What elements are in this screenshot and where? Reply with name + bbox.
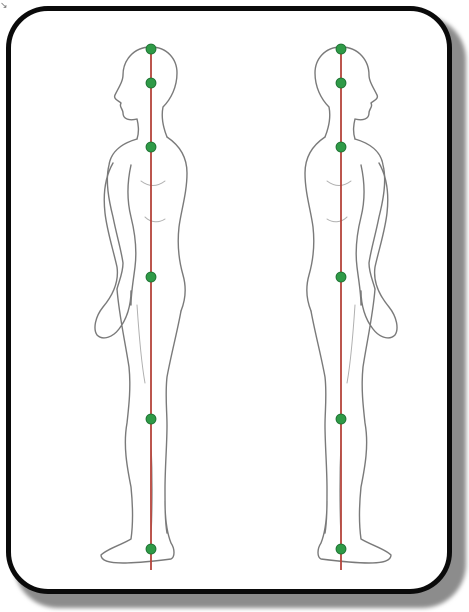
figure-right-torso (305, 137, 385, 311)
figure-right-shoulder-marker (336, 142, 346, 152)
corner-arrow-icon: ↘ (0, 0, 10, 10)
figure-left (95, 44, 187, 570)
figure-right-hip-marker (336, 272, 346, 282)
figure-right-crown-marker (336, 44, 346, 54)
diagram-frame (6, 6, 452, 594)
figure-left-knee-marker (146, 414, 156, 424)
figure-left-ankle-marker (146, 544, 156, 554)
figure-right-knee-marker (336, 414, 346, 424)
figure-left-shoulder-marker (146, 142, 156, 152)
posture-illustration (11, 11, 452, 594)
figure-left-arm (95, 163, 136, 338)
figure-left-ear-marker (146, 78, 156, 88)
figure-right-legs (311, 289, 391, 563)
figure-left-crown-marker (146, 44, 156, 54)
figure-right-arm (356, 163, 397, 338)
figure-left-torso (107, 137, 187, 311)
figure-right (305, 44, 397, 570)
figure-right-head (315, 47, 377, 139)
figure-right-ankle-marker (336, 544, 346, 554)
figure-right-ear-marker (336, 78, 346, 88)
figure-left-head (115, 47, 177, 139)
figure-left-legs (101, 289, 181, 563)
figure-left-hip-marker (146, 272, 156, 282)
